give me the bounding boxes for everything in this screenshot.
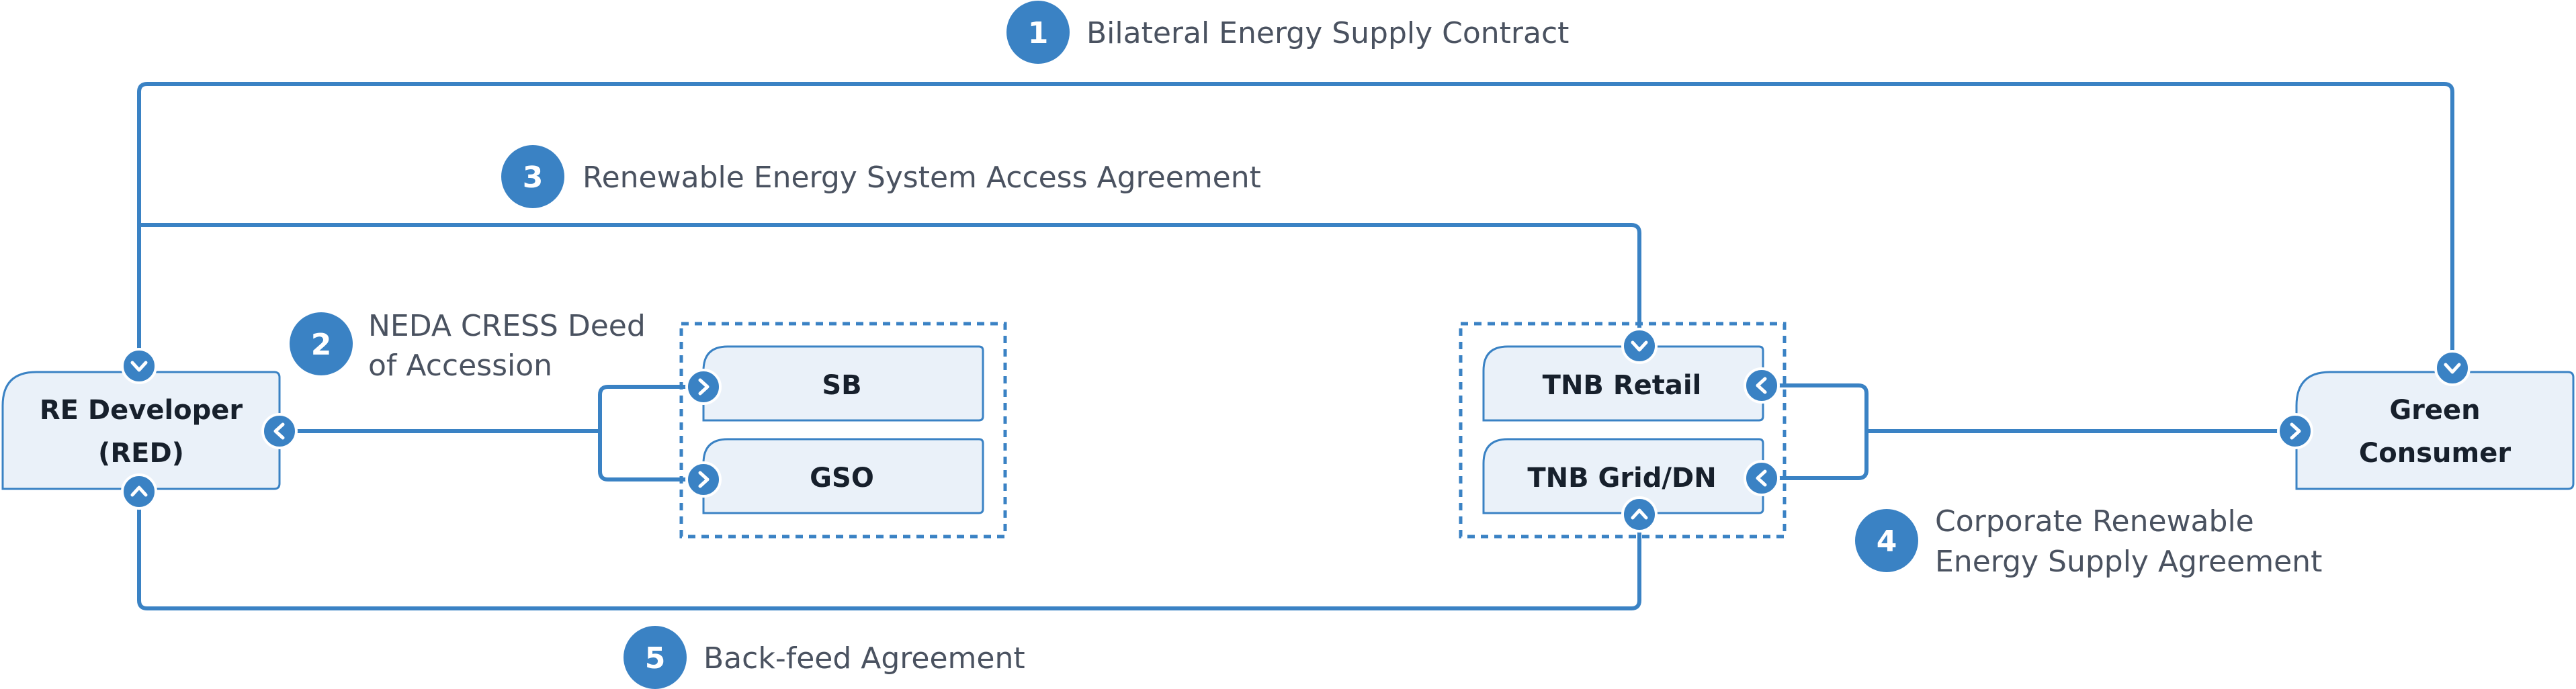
line-bilateral-contract: [137, 82, 2454, 366]
agreement-2-number: 2: [311, 328, 332, 362]
sb-gso-group-box: [679, 322, 1007, 539]
line-cress-bracket: [598, 385, 702, 481]
agreement-1: 1 Bilateral Energy Supply Contract: [1006, 1, 1569, 64]
gso-label: GSO: [810, 463, 874, 494]
green-consumer-label-line1: Green: [2389, 395, 2480, 426]
re-developer-label-line2: (RED): [98, 438, 184, 469]
sb-label: SB: [822, 370, 861, 401]
arrow-tnb-grid-left: [1744, 460, 1780, 496]
node-green-consumer: Green Consumer: [2295, 371, 2575, 490]
node-sb: SB: [702, 345, 984, 422]
node-re-developer: RE Developer (RED): [1, 371, 281, 490]
arrow-gso-right: [685, 461, 722, 498]
arrow-tnb-retail-left: [1744, 367, 1780, 404]
agreement-4: 4 Corporate Renewable Energy Supply Agre…: [1855, 504, 2322, 579]
agreement-4-title-line2: Energy Supply Agreement: [1935, 545, 2322, 579]
node-tnb-retail: TNB Retail: [1482, 345, 1764, 422]
agreement-2-badge: [290, 312, 353, 375]
arrow-red-left: [261, 413, 298, 449]
tnb-grid-label: TNB Grid/DN: [1527, 463, 1716, 494]
tnb-retail-label: TNB Retail: [1543, 370, 1702, 401]
green-consumer-label-line2: Consumer: [2359, 438, 2511, 469]
agreement-1-title: Bilateral Energy Supply Contract: [1086, 16, 1569, 50]
agreement-4-title-line1: Corporate Renewable: [1935, 504, 2254, 539]
arrow-consumer-top-down: [2434, 350, 2471, 386]
tnb-group-box: [1459, 322, 1787, 539]
agreement-4-badge: [1855, 509, 1918, 572]
node-tnb-grid: TNB Grid/DN: [1482, 438, 1764, 514]
agreement-2-title-line1: NEDA CRESS Deed: [368, 309, 646, 343]
agreement-5-title: Back-feed Agreement: [703, 641, 1025, 676]
line-backfeed-agreement: [137, 494, 1641, 610]
agreement-1-number: 1: [1028, 16, 1049, 50]
agreement-5-badge: [624, 626, 687, 689]
arrow-tnb-retail-down: [1621, 328, 1658, 364]
agreement-5: 5 Back-feed Agreement: [624, 626, 1025, 689]
arrow-sb-right: [685, 369, 722, 405]
agreement-3-title: Renewable Energy System Access Agreement: [583, 160, 1261, 195]
re-developer-label-line1: RE Developer: [40, 395, 243, 426]
agreement-2-title-line2: of Accession: [368, 349, 552, 383]
arrow-red-top-down: [121, 348, 157, 384]
agreement-3-badge: [501, 145, 564, 208]
agreement-5-number: 5: [645, 641, 666, 676]
arrow-consumer-right: [2277, 413, 2313, 449]
arrow-red-bottom-up: [121, 473, 157, 510]
agreement-4-number: 4: [1877, 524, 1897, 559]
agreement-2: 2 NEDA CRESS Deed of Accession: [290, 309, 646, 383]
agreement-3: 3 Renewable Energy System Access Agreeme…: [501, 145, 1261, 208]
line-cresa-bracket: [1762, 383, 1869, 480]
agreement-1-badge: [1006, 1, 1070, 64]
line-access-agreement: [139, 223, 1641, 344]
agreement-3-number: 3: [523, 160, 544, 195]
node-gso: GSO: [702, 438, 984, 514]
arrow-tnb-grid-up: [1621, 496, 1658, 533]
